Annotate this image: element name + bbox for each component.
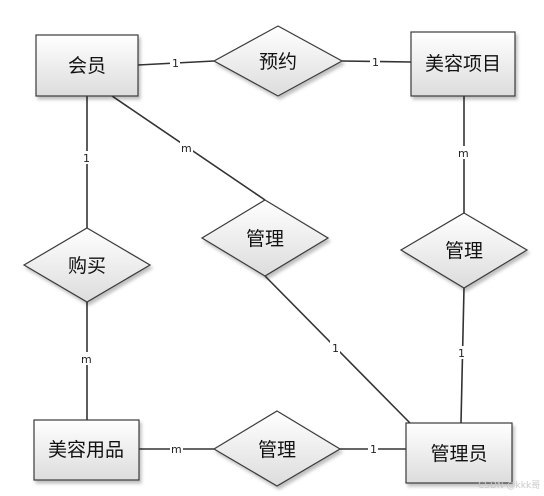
card-manage-admin: 1 [332, 342, 339, 355]
card-manage-admin-bottom: 1 [370, 443, 377, 456]
relationship-reserve[interactable]: 预约 [212, 25, 344, 97]
entity-admin-label: 管理员 [430, 443, 487, 465]
card-member-manage: m [181, 142, 192, 155]
entity-beauty-product-label: 美容用品 [48, 439, 124, 461]
entity-beauty-product[interactable]: 美容用品 [33, 419, 140, 481]
relationship-manage-members[interactable]: 管理 [200, 199, 330, 277]
relationship-purchase-label: 购买 [68, 255, 106, 277]
card-manage-admin-right: 1 [458, 347, 465, 360]
watermark: CSDN @kkk哥 [478, 480, 540, 491]
cardinality-labels: 1 1 1 m m 1 m 1 m 1 [80, 55, 470, 456]
relationship-manage-items-label: 管理 [445, 240, 483, 262]
card-reserve-item: 1 [372, 56, 379, 69]
relationship-manage-members-label: 管理 [246, 228, 284, 250]
card-item-manage: m [458, 147, 469, 160]
relationship-manage-items[interactable]: 管理 [399, 212, 529, 289]
card-member-purchase: 1 [83, 152, 90, 165]
relationship-purchase[interactable]: 购买 [22, 227, 152, 303]
entity-admin[interactable]: 管理员 [405, 422, 513, 484]
card-member-reserve: 1 [172, 57, 179, 70]
relationship-reserve-label: 预约 [259, 51, 297, 73]
relationship-manage-products-label: 管理 [258, 439, 296, 461]
entity-beauty-item[interactable]: 美容项目 [410, 31, 516, 97]
entity-beauty-item-label: 美容项目 [425, 53, 501, 75]
card-purchase-product: m [81, 353, 92, 366]
card-product-manage: m [171, 443, 182, 456]
relationship-manage-products[interactable]: 管理 [212, 410, 342, 487]
entity-member[interactable]: 会员 [35, 34, 139, 97]
entity-member-label: 会员 [68, 55, 106, 77]
